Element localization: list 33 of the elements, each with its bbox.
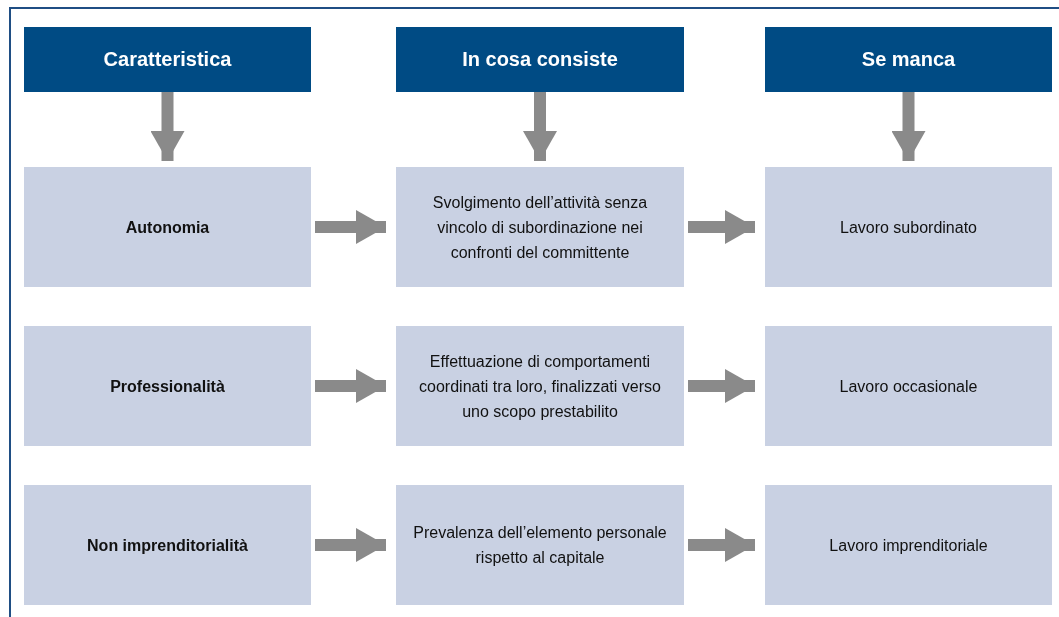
arrow	[315, 528, 386, 562]
box-text: Lavoro subordinato	[840, 217, 977, 238]
arrow	[891, 92, 926, 161]
header-box	[396, 27, 684, 92]
arrow	[315, 369, 386, 403]
box-text: Lavoro imprenditoriale	[829, 535, 988, 556]
box-text: Lavoro occasionale	[839, 376, 978, 397]
arrow	[523, 92, 557, 161]
arrow	[150, 92, 185, 161]
column-header: Se manca	[861, 48, 956, 71]
content-box	[396, 485, 684, 605]
content-box	[765, 326, 1052, 446]
arrow	[315, 210, 386, 244]
arrow	[688, 210, 755, 244]
arrow	[688, 528, 755, 562]
box-text: Effettuazione di comportamenti coordinati tra loro, finalizzati verso uno scopo prestabilito	[418, 351, 662, 422]
content-box	[396, 167, 684, 287]
box-text: Non imprenditorialità	[87, 535, 248, 556]
content-box	[765, 485, 1052, 605]
box-text: Autonomia	[125, 217, 210, 238]
column-header: In cosa consiste	[462, 48, 618, 71]
content-box	[24, 167, 311, 287]
content-box	[24, 326, 311, 446]
column-header: Caratteristica	[103, 48, 232, 71]
box-text: Prevalenza dell’elemento personale rispetto al capitale	[412, 523, 668, 568]
header-box	[765, 27, 1052, 92]
content-box	[765, 167, 1052, 287]
content-box	[396, 326, 684, 446]
content-box	[24, 485, 311, 605]
box-text: Svolgimento dell’attività senza vincolo di subordinazione nei confronti del committente	[431, 192, 649, 263]
arrow	[688, 369, 755, 403]
box-text: Professionalità	[110, 376, 225, 397]
header-box	[24, 27, 311, 92]
